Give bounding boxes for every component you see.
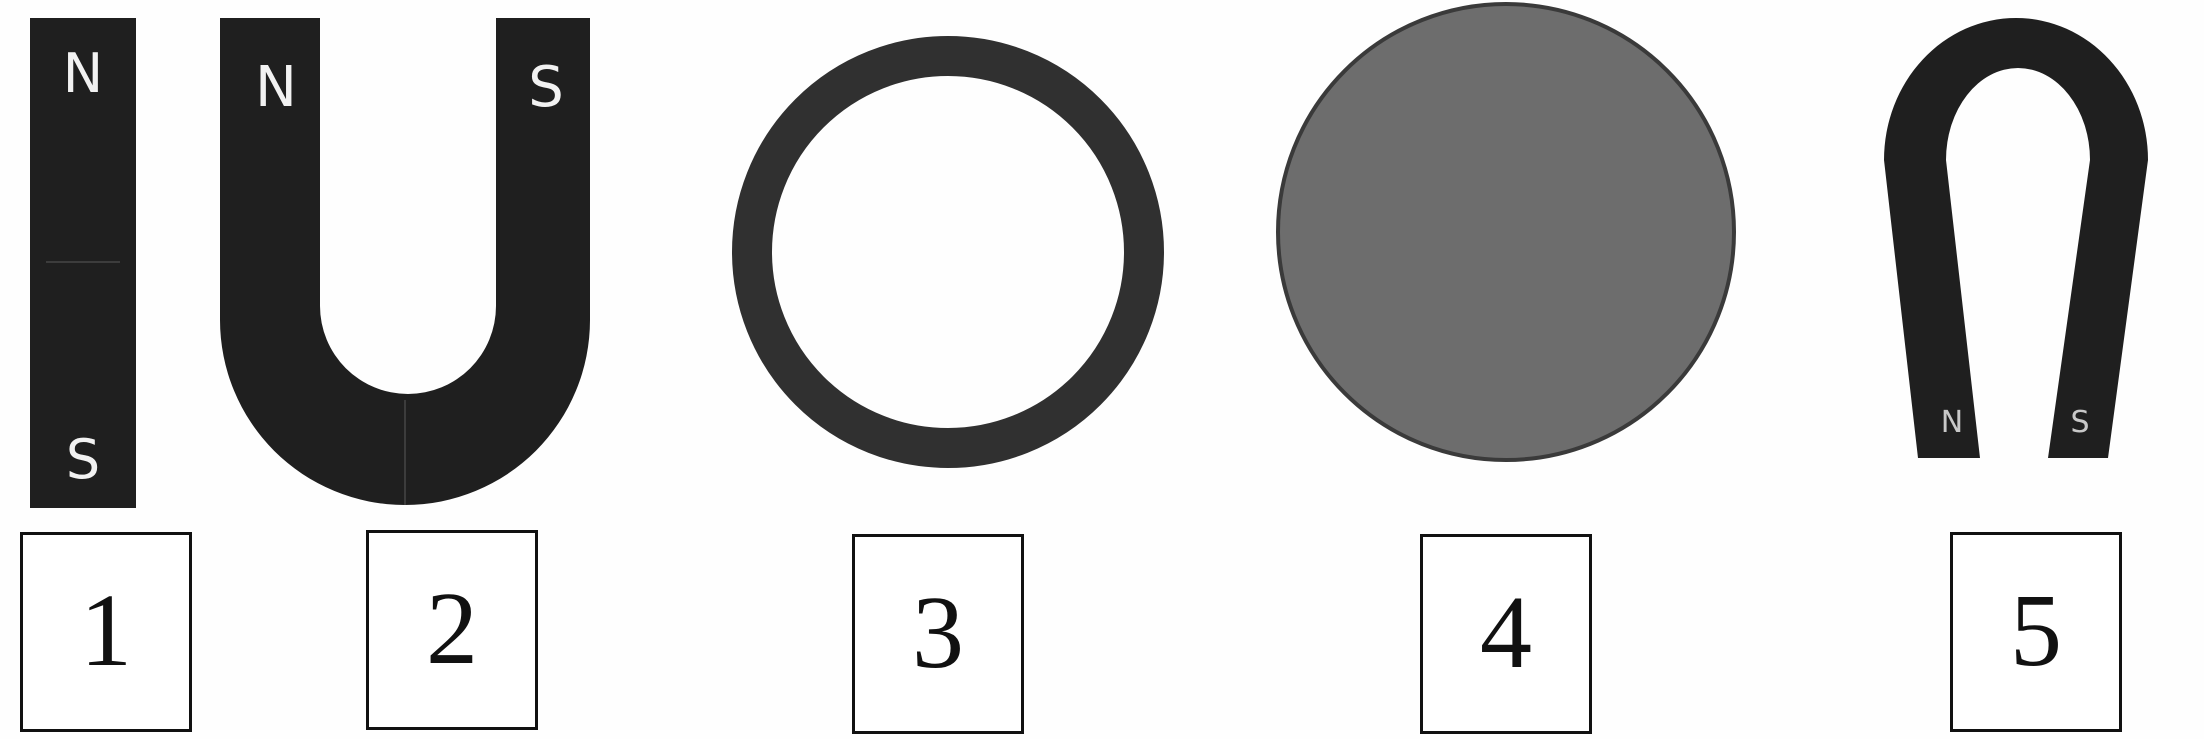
bar-magnet-north-label: N xyxy=(63,42,103,105)
number-box-1: 1 xyxy=(20,532,192,732)
disc-shape xyxy=(1278,4,1734,460)
bar-magnet-south-label: S xyxy=(66,428,100,491)
bar-magnet: N S xyxy=(30,18,136,508)
number-label-4: 4 xyxy=(1423,581,1589,685)
u-magnet-north-label: N xyxy=(255,55,297,120)
number-label-1: 1 xyxy=(23,579,189,683)
ring-shape xyxy=(752,56,1144,448)
number-box-4: 4 xyxy=(1420,534,1592,734)
number-box-3: 3 xyxy=(852,534,1024,734)
u-magnet-south-label: S xyxy=(528,55,564,120)
number-box-5: 5 xyxy=(1950,532,2122,732)
horseshoe-north-label: N xyxy=(1941,405,1963,440)
u-magnet: N S xyxy=(220,18,590,505)
horseshoe-magnet: N S xyxy=(1884,18,2148,458)
number-label-2: 2 xyxy=(369,577,535,681)
ring-body xyxy=(752,56,1144,448)
number-label-3: 3 xyxy=(855,581,1021,685)
number-box-2: 2 xyxy=(366,530,538,730)
number-label-5: 5 xyxy=(1953,579,2119,683)
disc-body xyxy=(1278,4,1734,460)
horseshoe-south-label: S xyxy=(2070,405,2089,440)
horseshoe-magnet-body xyxy=(1884,18,2148,458)
